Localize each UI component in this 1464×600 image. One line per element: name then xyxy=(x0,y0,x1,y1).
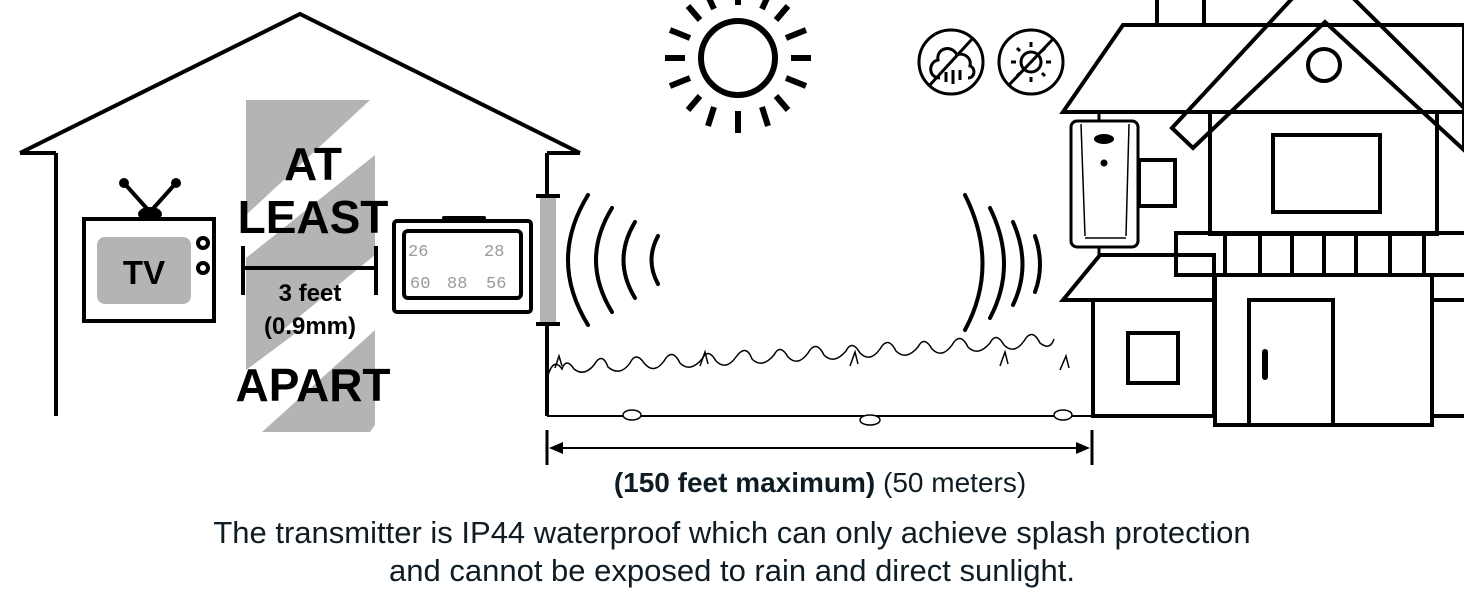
svg-text:88: 88 xyxy=(447,275,467,294)
signal-waves-icon xyxy=(566,193,1042,332)
no-rain-icon xyxy=(917,28,985,96)
range-imperial: (150 feet maximum) xyxy=(614,467,875,498)
caption-line-1: The transmitter is IP44 waterproof which… xyxy=(213,515,1250,550)
measure-metric-text: (0.9mm) xyxy=(264,313,356,340)
tv-label: TV xyxy=(123,254,165,291)
caption-line-2: and cannot be exposed to rain and direct… xyxy=(389,553,1075,588)
ground xyxy=(547,409,1092,426)
svg-text:28: 28 xyxy=(484,243,504,262)
svg-text:26: 26 xyxy=(408,243,428,262)
three-feet-dimension xyxy=(241,246,378,295)
sun-icon xyxy=(665,0,811,133)
tv-icon: TV xyxy=(82,178,216,323)
outdoor-house xyxy=(1058,0,1464,427)
no-sunlight-icon xyxy=(997,28,1065,96)
least-text: LEAST xyxy=(238,191,389,243)
svg-text:60: 60 xyxy=(410,275,430,294)
range-metric: (50 meters) xyxy=(883,467,1026,498)
svg-text:56: 56 xyxy=(486,275,506,294)
range-dimension xyxy=(545,430,1094,465)
transmitter-icon xyxy=(1069,112,1140,256)
display-unit-icon: 26 28 60 88 56 xyxy=(392,194,560,326)
stripe-backdrop xyxy=(246,100,375,432)
at-text: AT xyxy=(284,138,342,190)
range-label: (150 feet maximum) (50 meters) xyxy=(614,467,1026,498)
indoor-house xyxy=(19,11,581,416)
measure-text: 3 feet xyxy=(279,280,342,307)
grass xyxy=(547,333,1070,376)
apart-text: APART xyxy=(235,359,390,411)
